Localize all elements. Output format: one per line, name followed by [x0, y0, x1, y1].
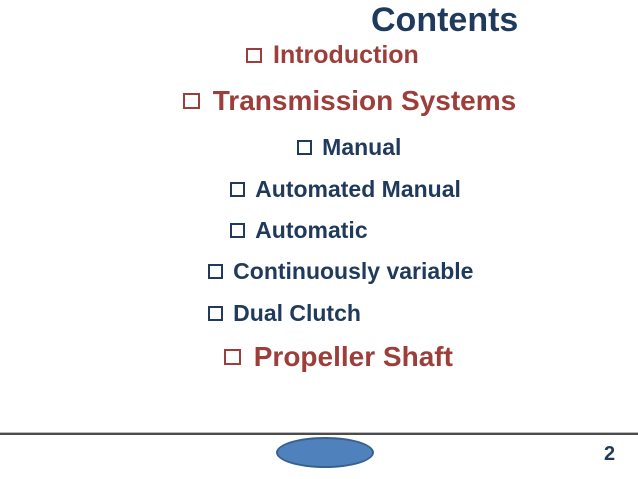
- toc-item-introduction: Introduction: [246, 41, 419, 70]
- hollow-square-bullet-icon: [183, 92, 200, 110]
- toc-item-label: Manual: [322, 134, 402, 160]
- toc-item-continuously-variable: Continuously variable: [208, 258, 473, 285]
- toc-item-label: Transmission Systems: [212, 85, 517, 116]
- toc-item-label: Introduction: [273, 41, 419, 69]
- slide-title: Contents: [371, 1, 519, 39]
- toc-item-propeller-shaft: Propeller Shaft: [224, 341, 453, 373]
- footer-divider-line: [0, 432, 638, 435]
- hollow-square-bullet-icon: [208, 264, 223, 279]
- toc-item-label: Automated Manual: [255, 176, 461, 202]
- toc-item-dual-clutch: Dual Clutch: [208, 300, 361, 327]
- footer-ellipse-shape: [276, 437, 374, 468]
- hollow-square-bullet-icon: [246, 47, 262, 64]
- toc-item-automated-manual: Automated Manual: [230, 176, 461, 203]
- toc-item-transmission-systems: Transmission Systems: [183, 85, 516, 117]
- hollow-square-bullet-icon: [208, 306, 223, 321]
- toc-item-automatic: Automatic: [230, 217, 368, 244]
- toc-item-manual: Manual: [297, 134, 401, 161]
- hollow-square-bullet-icon: [224, 348, 241, 366]
- hollow-square-bullet-icon: [297, 140, 312, 155]
- toc-item-label: Continuously variable: [233, 258, 474, 284]
- page-number: 2: [604, 443, 616, 465]
- toc-item-label: Dual Clutch: [233, 300, 361, 326]
- hollow-square-bullet-icon: [230, 182, 245, 197]
- toc-item-label: Automatic: [255, 217, 368, 243]
- hollow-square-bullet-icon: [230, 223, 245, 238]
- toc-item-label: Propeller Shaft: [253, 341, 453, 372]
